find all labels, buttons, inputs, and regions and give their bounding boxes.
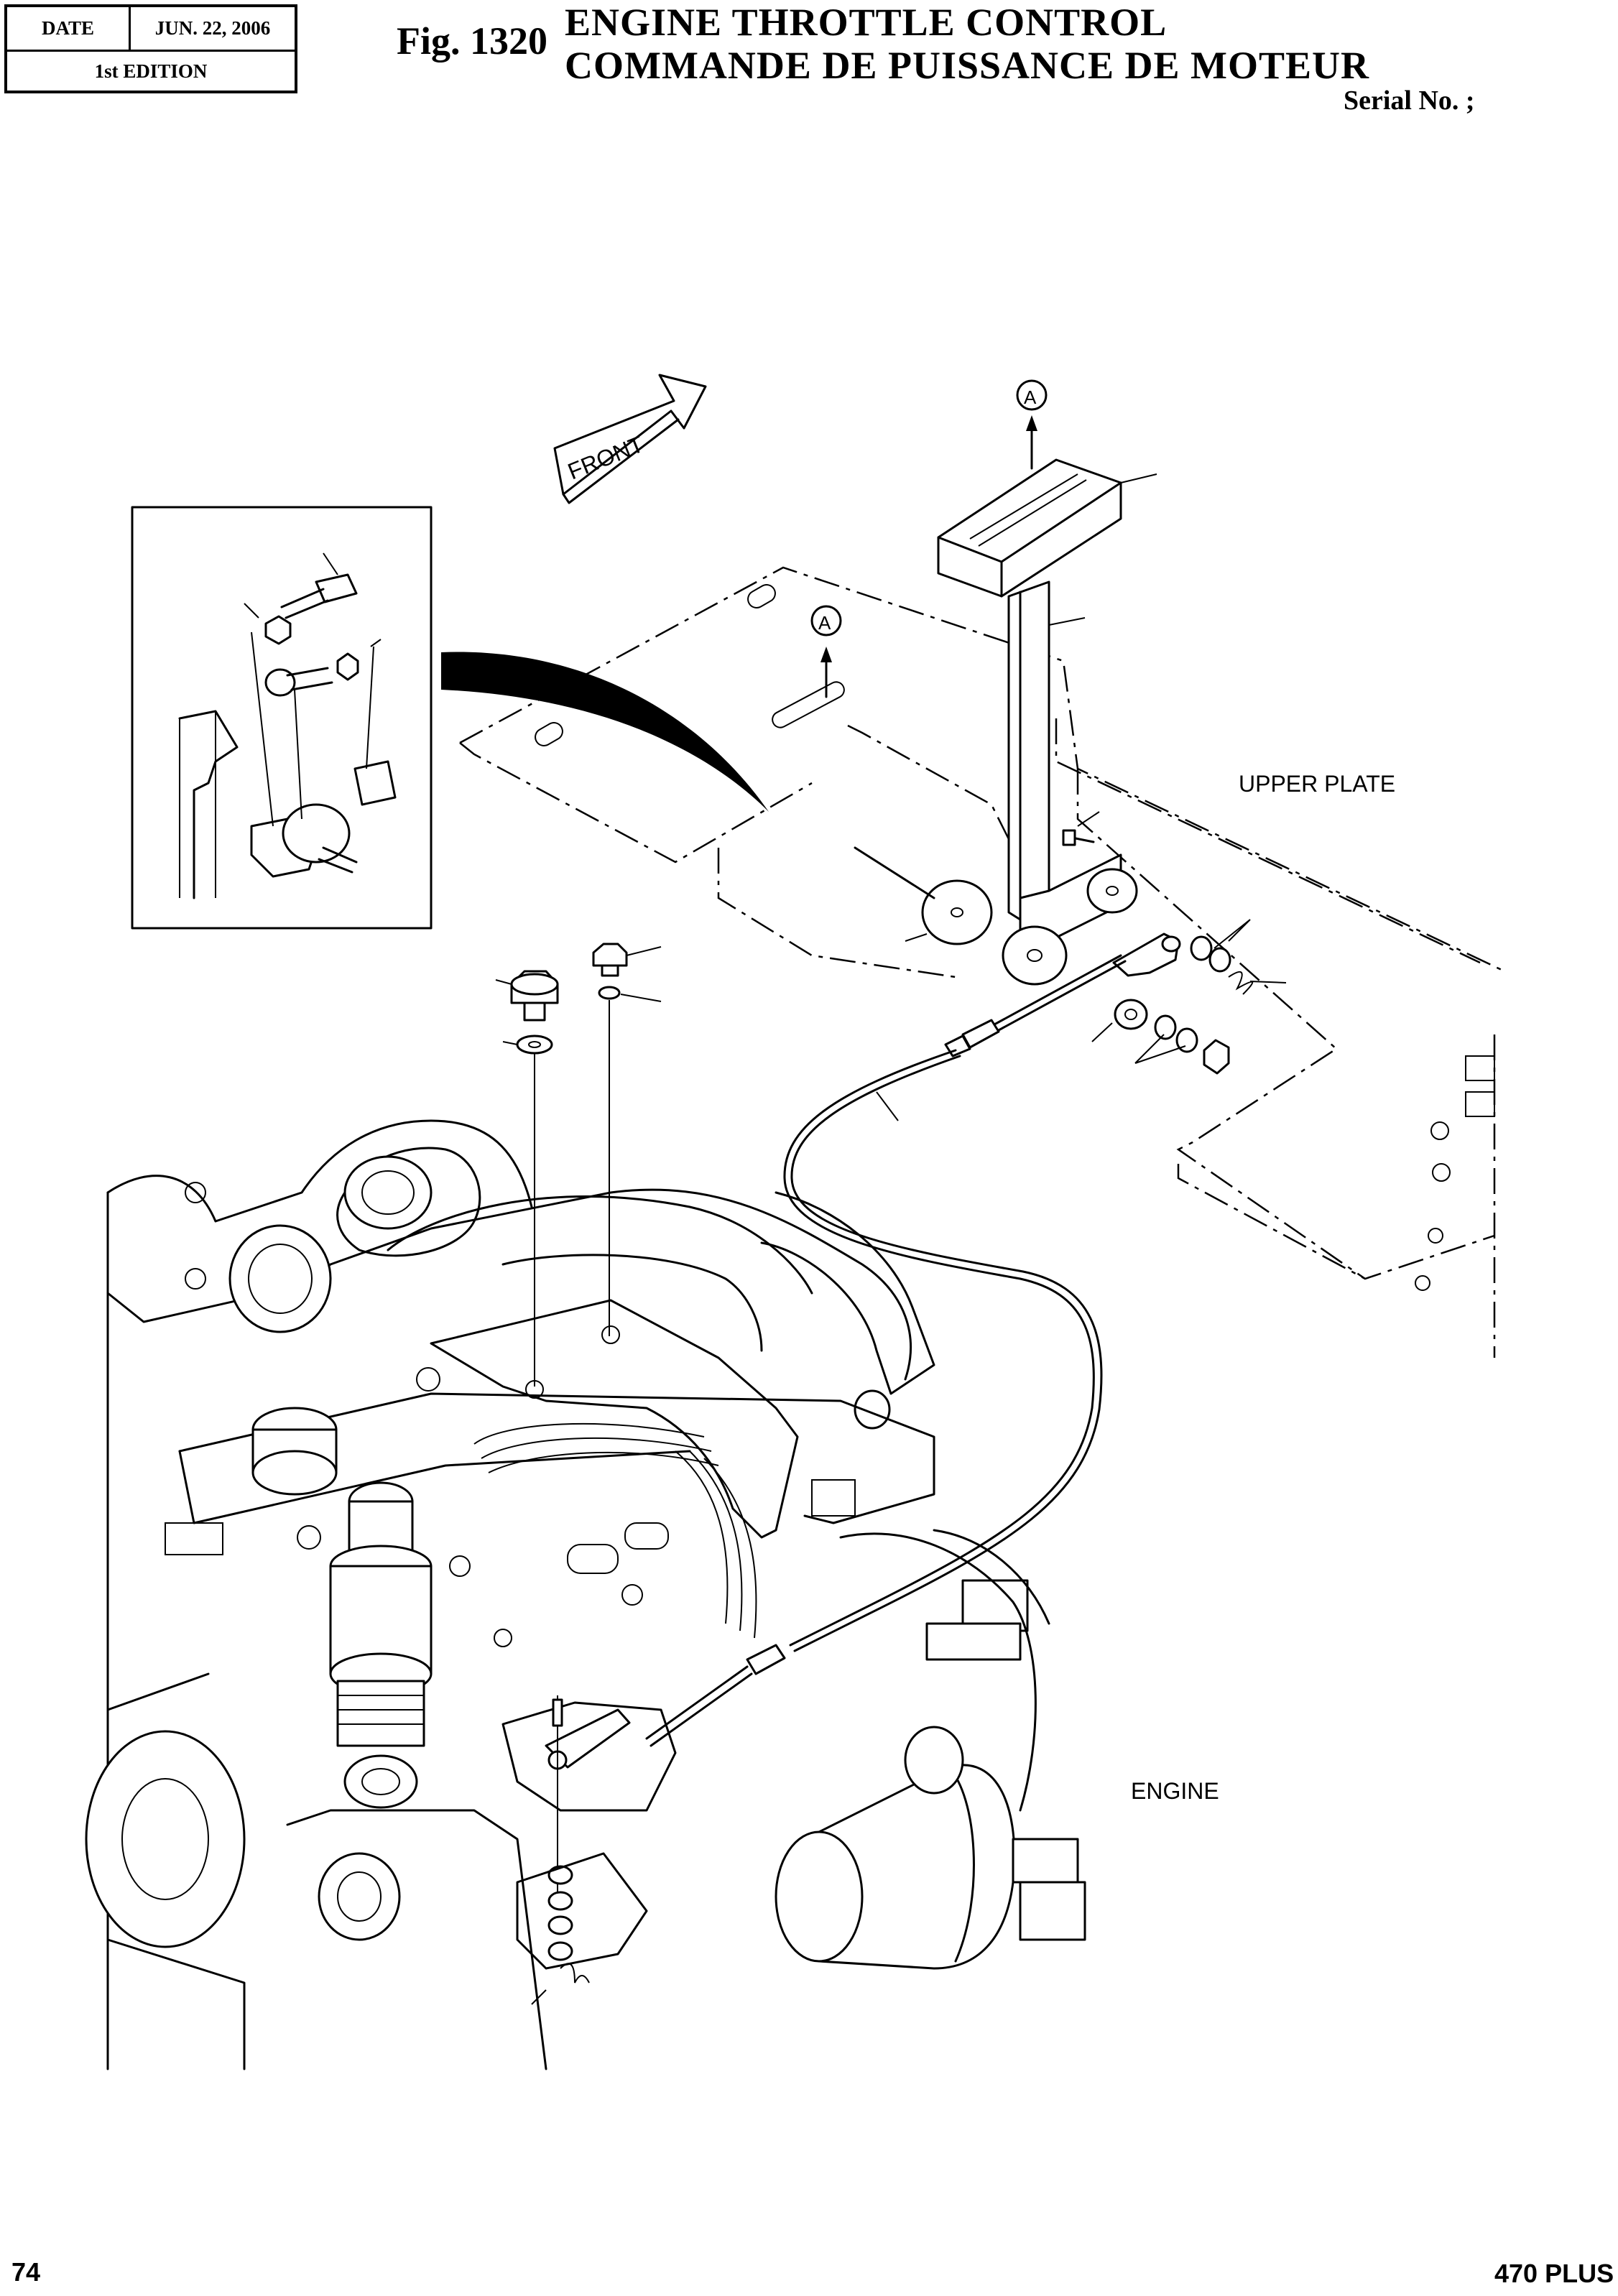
throttle-lever-assembly: A xyxy=(854,379,1157,986)
callout-a-top: A xyxy=(1024,386,1037,408)
bracket-fasteners xyxy=(495,943,662,1387)
engine-label: ENGINE xyxy=(1131,1778,1219,1804)
title-french: COMMANDE DE PUISSANCE DE MOTEUR xyxy=(565,44,1370,87)
callout-a-plate: A xyxy=(818,612,831,634)
throttle-cable xyxy=(645,954,1127,1747)
front-arrow: FRONT xyxy=(553,374,707,504)
figure-number: Fig. 1320 xyxy=(397,19,547,63)
callout-a-plate-marker: A xyxy=(810,605,842,698)
edition-label: 1st EDITION xyxy=(94,60,208,82)
cable-lever-hardware xyxy=(1091,919,1287,1075)
date-value: JUN. 22, 2006 xyxy=(131,7,295,52)
serial-number: Serial No. ; xyxy=(1344,85,1475,116)
upper-plate-label: UPPER PLATE xyxy=(1239,771,1395,797)
detail-leader-sweep xyxy=(441,652,769,812)
detail-inset xyxy=(131,506,433,930)
upper-plate xyxy=(459,566,1502,1358)
date-label: DATE xyxy=(7,7,131,52)
model-name: 470 PLUS xyxy=(1494,2259,1614,2288)
engine-assembly xyxy=(85,1119,1086,2070)
title-english: ENGINE THROTTLE CONTROL xyxy=(565,1,1168,44)
page-number: 74 xyxy=(11,2257,41,2287)
date-edition-box: DATE JUN. 22, 2006 1st EDITION xyxy=(4,4,297,93)
